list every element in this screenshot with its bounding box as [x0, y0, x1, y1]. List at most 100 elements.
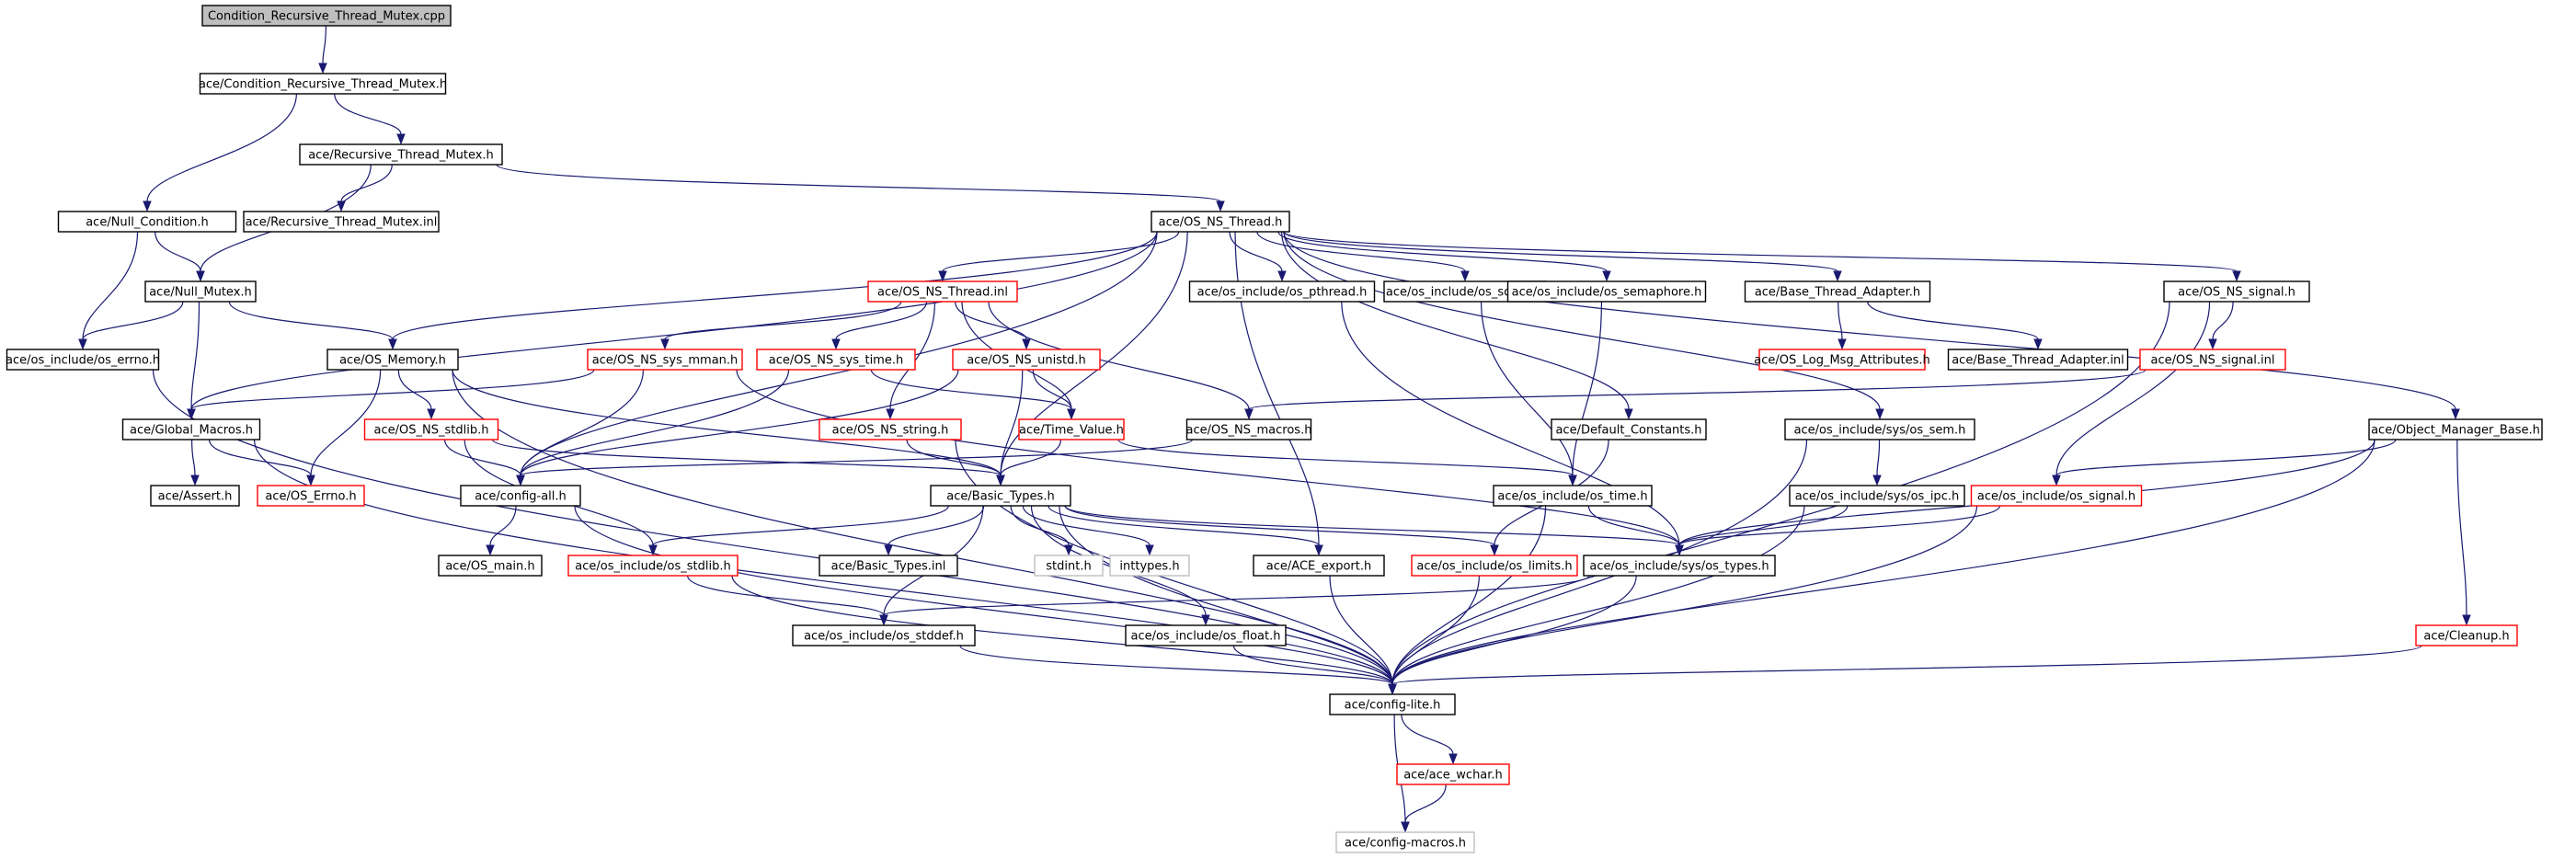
node-ace-os-main-h[interactable]: ace/OS_main.h [438, 555, 543, 577]
node-ace-cleanup-h[interactable]: ace/Cleanup.h [2415, 624, 2518, 646]
node-ace-os-include-os-stddef-h[interactable]: ace/os_include/os_stddef.h [792, 624, 976, 646]
node-ace-object-manager-base-h[interactable]: ace/Object_Manager_Base.h [2368, 418, 2543, 440]
node-label: ace/Assert.h [158, 490, 233, 504]
node-inttypes-h[interactable]: inttypes.h [1109, 555, 1190, 577]
node-ace-os-ns-string-h[interactable]: ace/OS_NS_string.h [819, 418, 962, 440]
node-ace-assert-h[interactable]: ace/Assert.h [150, 485, 240, 507]
edge-n32-to-n39 [1010, 505, 1073, 556]
node-label: ace/config-lite.h [1345, 699, 1441, 713]
node-ace-config-lite-h[interactable]: ace/config-lite.h [1329, 693, 1456, 715]
node-label: ace/OS_Errno.h [265, 490, 356, 504]
edge-n27-to-n34 [1872, 439, 1882, 486]
node-label: ace/OS_NS_unistd.h [967, 354, 1086, 368]
node-ace-os-include-os-pthread-h[interactable]: ace/os_include/os_pthread.h [1188, 280, 1376, 303]
node-label: ace/config-all.h [475, 490, 567, 504]
node-ace-os-include-sys-os-ipc-h[interactable]: ace/os_include/sys/os_ipc.h [1789, 485, 1965, 507]
node-ace-os-ns-sys-mman-h[interactable]: ace/OS_NS_sys_mman.h [587, 349, 743, 371]
edge-n21-to-n25 [1244, 369, 2147, 420]
node-label: ace/OS_NS_Thread.inl [877, 286, 1008, 300]
edge-n12-to-n33 [1480, 301, 1577, 486]
node-ace-default-constants-h[interactable]: ace/Default_Constants.h [1551, 418, 1707, 440]
node-ace-os-include-os-limits-h[interactable]: ace/os_include/os_limits.h [1411, 555, 1578, 577]
node-box [567, 555, 738, 577]
arrowhead-icon [1568, 475, 1577, 486]
node-label: stdint.h [1046, 560, 1091, 574]
node-ace-time-value-h[interactable]: ace/Time_Value.h [1018, 418, 1125, 440]
node-box [121, 418, 261, 440]
node-ace-os-include-sys-os-types-h[interactable]: ace/os_include/sys/os_types.h [1583, 555, 1776, 577]
edge-n32-to-n42 [1064, 505, 1499, 556]
edge-n37-to-n44 [687, 575, 888, 626]
arrowhead-icon [1244, 408, 1254, 420]
arrowhead-icon [1388, 683, 1397, 695]
node-label: ace/Base_Thread_Adapter.inl [1952, 354, 2124, 368]
node-ace-os-ns-macros-h[interactable]: ace/OS_NS_macros.h [1186, 418, 1312, 440]
node-ace-os-errno-h[interactable]: ace/OS_Errno.h [257, 485, 365, 507]
arrowhead-icon [143, 200, 152, 212]
edge-n32-to-n38 [884, 505, 985, 556]
node-ace-config-all-h[interactable]: ace/config-all.h [460, 485, 581, 507]
arrowhead-icon [190, 475, 200, 486]
node-label: ace/OS_Log_Msg_Attributes.h [1754, 354, 1929, 368]
node-ace-config-macros-h[interactable]: ace/config-macros.h [1335, 831, 1475, 853]
node-ace-base-thread-adapter-h[interactable]: ace/Base_Thread_Adapter.h [1744, 280, 1931, 303]
node-ace-os-include-os-float-h[interactable]: ace/os_include/os_float.h [1125, 624, 1287, 646]
node-ace-os-ns-thread-inl[interactable]: ace/OS_NS_Thread.inl [867, 280, 1018, 303]
node-condition-recursive-thread-mutex-cpp[interactable]: Condition_Recursive_Thread_Mutex.cpp [201, 5, 452, 27]
node-label: ace/Recursive_Thread_Mutex.h [308, 149, 494, 163]
node-ace-os-include-os-time-h[interactable]: ace/os_include/os_time.h [1493, 485, 1653, 507]
arrowhead-icon [2232, 270, 2241, 282]
edge-n33-to-n43 [1587, 505, 1684, 556]
node-box [1493, 485, 1653, 507]
node-ace-base-thread-adapter-inl[interactable]: ace/Base_Thread_Adapter.inl [1947, 349, 2129, 371]
node-label: ace/os_include/os_semaphore.h [1512, 286, 1702, 300]
arrowhead-icon [886, 408, 895, 420]
edge-n5-to-n26 [1281, 231, 1633, 420]
node-ace-os-ns-unistd-h[interactable]: ace/OS_NS_unistd.h [952, 349, 1101, 371]
node-ace-null-mutex-h[interactable]: ace/Null_Mutex.h [144, 280, 257, 303]
edge-n1-to-n3 [143, 93, 297, 212]
edge-n10-to-n17 [831, 301, 928, 350]
node-ace-os-include-os-signal-h[interactable]: ace/os_include/os_signal.h [1970, 485, 2143, 507]
node-ace-os-ns-signal-h[interactable]: ace/OS_NS_signal.h [2163, 280, 2310, 303]
node-ace-basic-types-h[interactable]: ace/Basic_Types.h [930, 485, 1071, 507]
edge-n10-to-n16 [660, 301, 902, 350]
node-box [1253, 555, 1385, 577]
node-ace-os-ns-signal-inl[interactable]: ace/OS_NS_signal.inl [2139, 349, 2286, 371]
edge-n22-to-n32 [491, 439, 1005, 486]
node-ace-os-ns-stdlib-h[interactable]: ace/OS_NS_stdlib.h [363, 418, 499, 440]
node-stdint-h[interactable]: stdint.h [1034, 555, 1104, 577]
node-ace-os-log-msg-attributes-h[interactable]: ace/OS_Log_Msg_Attributes.h [1754, 349, 1930, 371]
edge-n32-to-n43 [1064, 505, 1684, 556]
node-ace-null-condition-h[interactable]: ace/Null_Condition.h [57, 211, 237, 233]
node-ace-global-macros-h[interactable]: ace/Global_Macros.h [121, 418, 261, 440]
edge-n18-to-n24 [1032, 369, 1076, 420]
node-ace-os-ns-thread-h[interactable]: ace/OS_NS_Thread.h [1151, 211, 1290, 233]
node-ace-os-include-sys-os-sem-h[interactable]: ace/os_include/sys/os_sem.h [1784, 418, 1975, 440]
node-label: ace/os_include/sys/os_types.h [1589, 560, 1769, 574]
node-ace-os-include-os-errno-h[interactable]: ace/os_include/os_errno.h [6, 349, 160, 371]
node-ace-os-memory-h[interactable]: ace/OS_Memory.h [326, 349, 459, 371]
arrowhead-icon [1201, 614, 1210, 626]
edge-n5-to-n13 [1277, 231, 1611, 282]
node-ace-os-include-os-sched-h[interactable]: ace/os_include/os_sched.h [1383, 280, 1547, 303]
edge-n32-to-n41 [1048, 505, 1323, 556]
edge-n31-to-n36 [486, 505, 517, 556]
arrowhead-icon [2462, 614, 2471, 626]
node-ace-os-ns-sys-time-h[interactable]: ace/OS_NS_sys_time.h [756, 349, 916, 371]
node-ace-ace-export-h[interactable]: ace/ACE_export.h [1253, 555, 1385, 577]
node-box [867, 280, 1018, 303]
node-ace-condition-recursive-thread-mutex-h[interactable]: ace/Condition_Recursive_Thread_Mutex.h [199, 73, 447, 95]
edge-n6-to-n9 [187, 301, 200, 420]
arrowhead-icon [2033, 338, 2043, 350]
node-ace-ace-wchar-h[interactable]: ace/ace_wchar.h [1396, 763, 1510, 785]
node-ace-os-include-os-stdlib-h[interactable]: ace/os_include/os_stdlib.h [567, 555, 738, 577]
arrowhead-icon [1401, 821, 1410, 833]
node-label: ace/OS_NS_sys_mman.h [592, 354, 738, 368]
node-ace-recursive-thread-mutex-inl[interactable]: ace/Recursive_Thread_Mutex.inl [243, 211, 440, 233]
node-ace-recursive-thread-mutex-h[interactable]: ace/Recursive_Thread_Mutex.h [299, 143, 503, 166]
arrowhead-icon [388, 338, 397, 350]
node-ace-os-include-os-semaphore-h[interactable]: ace/os_include/os_semaphore.h [1506, 280, 1707, 303]
node-ace-basic-types-inl[interactable]: ace/Basic_Types.inl [819, 555, 958, 577]
edge-layer [78, 25, 2471, 833]
